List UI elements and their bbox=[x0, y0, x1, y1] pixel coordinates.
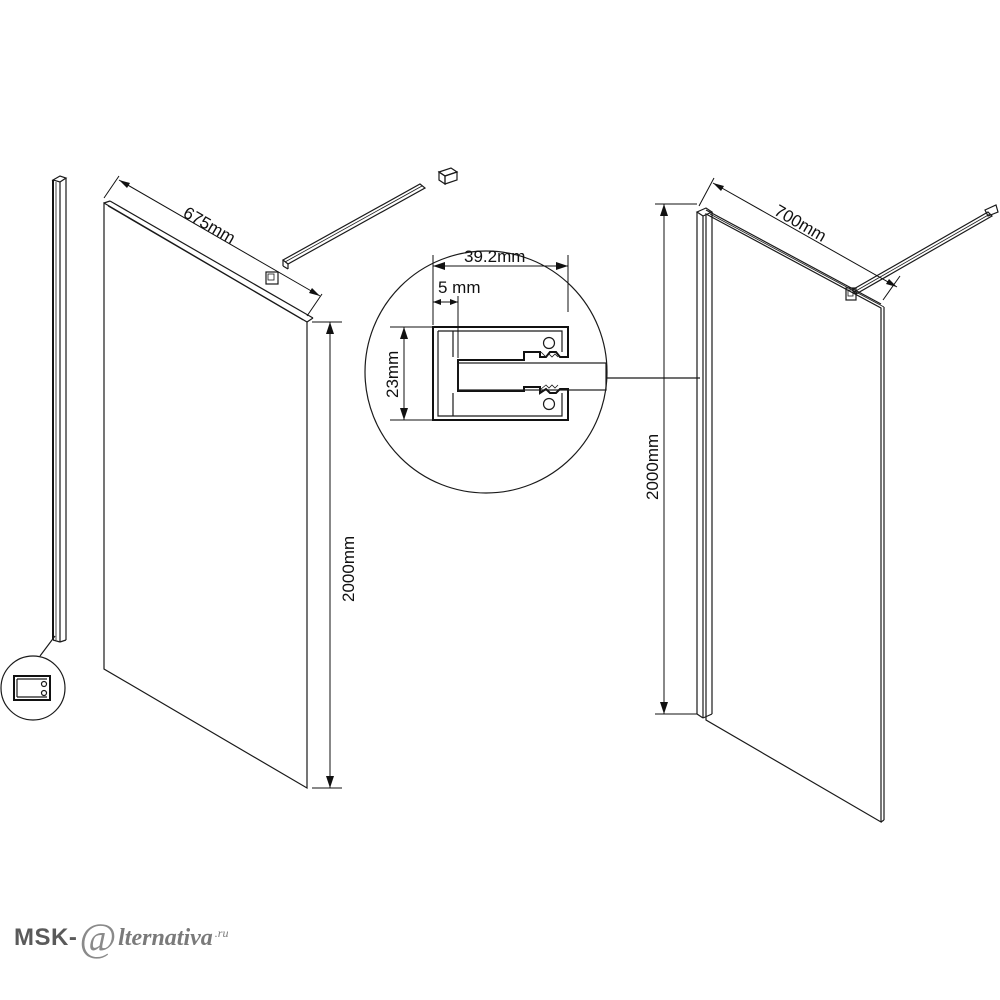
left-glass-panel bbox=[103, 200, 314, 790]
logo-tld: .ru bbox=[214, 926, 229, 940]
profile-height-label: 23mm bbox=[383, 351, 402, 398]
left-width-label: 675mm bbox=[180, 203, 239, 248]
right-width-dimension: 700mm bbox=[698, 177, 901, 301]
left-height-dimension: 2000mm bbox=[312, 321, 358, 789]
end-cap-part bbox=[437, 167, 459, 186]
right-height-dimension: 2000mm bbox=[643, 203, 697, 715]
profile-width-label: 39.2mm bbox=[464, 247, 525, 266]
profile-detail-circle-small bbox=[0, 655, 66, 721]
stabilizer-bar-attached bbox=[845, 204, 999, 301]
right-height-label: 2000mm bbox=[643, 434, 662, 500]
logo-at-symbol: @ bbox=[79, 915, 117, 960]
left-height-label: 2000mm bbox=[339, 536, 358, 602]
stabilizer-bar-loose bbox=[281, 183, 427, 270]
wall-profile-strip bbox=[39, 175, 68, 657]
right-width-label: 700mm bbox=[771, 201, 830, 246]
profile-gap-label: 5 mm bbox=[438, 278, 481, 297]
profile-detail-circle: 39.2mm 5 mm 23mm bbox=[364, 247, 608, 494]
logo-brand: MSK- bbox=[14, 924, 78, 951]
logo-tail: lternativa bbox=[118, 924, 213, 951]
left-width-dimension: 675mm bbox=[103, 175, 323, 317]
right-glass-panel bbox=[695, 207, 885, 824]
watermark-logo: MSK- @ lternativa .ru bbox=[14, 918, 228, 958]
